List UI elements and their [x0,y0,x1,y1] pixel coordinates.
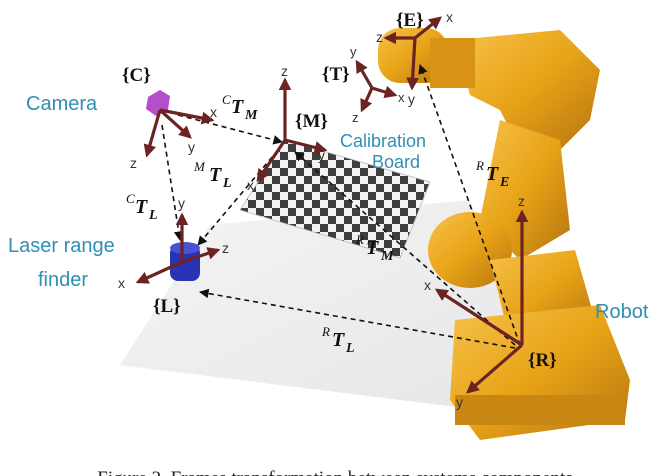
axis-letters: x y z z y x y x z x z y y x z z x y [118,9,525,410]
frame-r-label: {R} [528,350,557,371]
axis-label-t-x: x [398,90,405,105]
laser-label-line2: finder [38,269,88,291]
frame-c-label: {C} [122,65,151,86]
frame-r-axes [434,209,529,394]
transform-RTE: R T E [475,158,509,190]
axis-label-m-z: z [281,63,288,79]
svg-text:T: T [332,329,345,351]
laser-label-line1: Laser range [8,235,115,257]
axis-label-r-z: z [518,193,525,209]
transform-cTL: C T L [126,191,158,223]
axis-label-t-y: y [350,44,357,59]
axis-label-c-x: x [210,104,217,120]
svg-text:T: T [231,96,244,118]
svg-text:L: L [222,176,232,191]
board-label-line2: Board [372,152,420,172]
svg-text:T: T [366,237,379,259]
svg-text:T: T [135,196,148,218]
board-label-line1: Calibration [340,131,426,151]
robot-label: Robot [595,301,649,323]
svg-text:R: R [475,158,484,173]
frame-m-axes [256,77,328,183]
camera-label: Camera [26,93,98,115]
axis-label-e-y: y [408,91,415,107]
svg-text:C: C [222,92,231,107]
svg-text:M: M [193,159,206,174]
figure-caption: Figure 2. Frames transformation between … [97,468,572,476]
axis-label-m-x: x [247,177,254,193]
svg-text:R: R [355,232,364,247]
axis-label-t-z: z [352,110,359,125]
axis-label-m-y: y [318,147,325,163]
svg-text:L: L [345,341,355,356]
svg-text:T: T [209,164,222,186]
frame-e-axes [383,16,442,91]
laser-object [170,242,200,281]
svg-text:R: R [321,324,330,339]
axis-label-r-x: x [424,277,431,293]
transform-RTL: R T L [321,324,355,356]
frame-t-label: {T} [322,64,350,85]
transform-cTM: C T M [222,92,258,123]
frame-m-label: {M} [295,111,328,132]
frame-c-axes [143,108,215,158]
frame-t-axes [355,59,398,113]
svg-text:M: M [244,108,258,123]
svg-text:L: L [148,208,158,223]
axis-label-e-z: z [376,29,383,45]
transform-RTM: R T M [355,232,394,264]
transform-MTL: M T L [193,159,232,191]
axis-label-l-z: z [222,240,229,256]
svg-text:M: M [380,249,394,264]
frame-l-axes [135,212,221,284]
svg-text:C: C [126,191,135,206]
axis-label-l-y: y [178,195,185,211]
svg-text:T: T [486,163,499,185]
axis-label-e-x: x [446,9,453,25]
robot-arm [378,28,630,440]
transform-lines [161,64,521,349]
axis-label-l-x: x [118,275,125,291]
axis-label-r-y: y [456,394,463,410]
svg-text:E: E [499,175,509,190]
calibration-board [239,139,431,259]
frame-l-label: {L} [153,296,181,317]
axis-label-c-z: z [130,155,137,171]
axis-label-c-y: y [188,139,195,155]
frame-e-label: {E} [396,10,424,31]
